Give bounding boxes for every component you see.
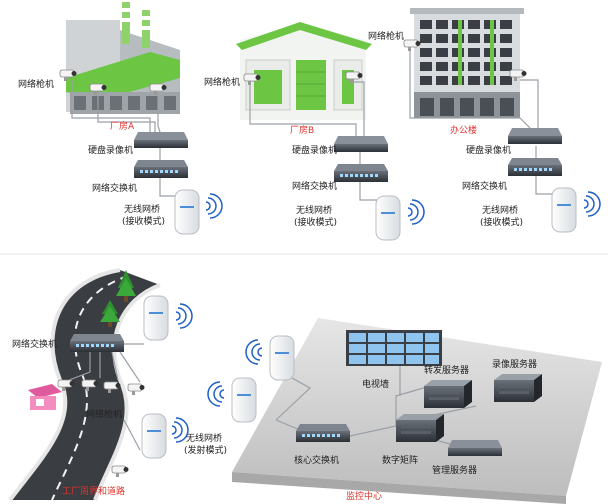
factory-a-camera-label: 网络枪机	[18, 80, 55, 90]
factory-a-building	[66, 2, 180, 114]
perimeter-bridge	[143, 295, 169, 341]
factory-b-bridge-label: 无线网桥	[296, 206, 333, 216]
forward-server	[424, 380, 472, 408]
perimeter-camera-label: 网络枪机	[86, 410, 123, 420]
control-bridge	[231, 377, 257, 423]
record-server-label: 录像服务器	[492, 360, 538, 370]
perimeter-caption: 工厂周界和道路	[62, 487, 126, 497]
factory-b-bridge-mode: (接收模式)	[294, 218, 338, 228]
control-center-floor	[232, 318, 602, 504]
factory-a-name: 厂房A	[110, 122, 135, 132]
factory-b-switch	[334, 164, 388, 182]
factory-a-switch	[134, 160, 188, 178]
factory-a-signal-icon	[205, 193, 223, 219]
office-building	[410, 8, 524, 118]
factory-b-building	[236, 22, 372, 120]
perimeter-bridge-label: 无线网桥	[186, 434, 223, 444]
perimeter-bridge	[141, 413, 167, 459]
tree-icon	[116, 270, 136, 302]
office-bridge	[551, 187, 577, 233]
factory-b-bridge	[375, 195, 401, 241]
office-dvr-label: 硬盘录像机	[466, 146, 512, 156]
perimeter-switch-label: 网络交换机	[12, 340, 58, 350]
perimeter-bridge-mode: (发射模式)	[184, 446, 228, 456]
perimeter-switch	[70, 334, 124, 352]
factory-b-name: 厂房B	[290, 126, 315, 136]
control-signal-icon	[245, 339, 263, 365]
record-server	[494, 374, 542, 402]
office-dvr	[508, 128, 562, 144]
factory-a-bridge-mode: (接收模式)	[122, 217, 166, 227]
office-signal-icon	[583, 191, 601, 217]
office-switch-label: 网络交换机	[462, 182, 508, 192]
factory-a-bridge	[174, 189, 200, 235]
office-bridge-mode: (接收模式)	[480, 218, 524, 228]
factory-b-dvr-label: 硬盘录像机	[292, 146, 338, 156]
management-server-label: 管理服务器	[432, 466, 478, 476]
control-bridge	[269, 335, 295, 381]
perimeter-signal-icon	[175, 303, 193, 329]
factory-a-cables	[71, 80, 178, 197]
factory-a-switch-label: 网络交换机	[92, 184, 138, 194]
perimeter-cables	[63, 343, 144, 451]
core-switch-label: 核心交换机	[294, 456, 340, 466]
forward-server-label: 转发服务器	[424, 366, 470, 376]
factory-a-bridge-label: 无线网桥	[124, 205, 161, 215]
office-bridge-label: 无线网桥	[482, 206, 519, 216]
digital-matrix	[396, 414, 444, 442]
control-caption: 监控中心	[346, 492, 383, 502]
factory-b-signal-icon	[407, 199, 425, 225]
factory-b-cables	[249, 81, 378, 201]
factory-b-camera-label: 网络枪机	[204, 78, 241, 88]
digital-matrix-label: 数字矩阵	[382, 456, 419, 466]
control-signal-icon	[207, 381, 225, 407]
management-server	[448, 440, 502, 456]
perimeter-camera-icon	[111, 465, 129, 478]
perimeter-camera-icon	[127, 383, 145, 396]
office-name: 办公楼	[450, 126, 478, 136]
factory-a-dvr	[134, 132, 188, 148]
factory-a-dvr-label: 硬盘录像机	[88, 146, 134, 156]
guard-house-icon	[28, 384, 62, 410]
tv-wall-label: 电视墙	[362, 380, 390, 390]
tv-wall	[346, 330, 442, 366]
factory-b-dvr	[334, 136, 388, 152]
factory-b-camera-label-2: 网络枪机	[368, 32, 405, 42]
office-cables	[409, 50, 552, 195]
office-switch	[508, 158, 562, 176]
factory-b-switch-label: 网络交换机	[292, 182, 338, 192]
tree-icon	[100, 300, 120, 327]
core-switch	[296, 424, 350, 442]
